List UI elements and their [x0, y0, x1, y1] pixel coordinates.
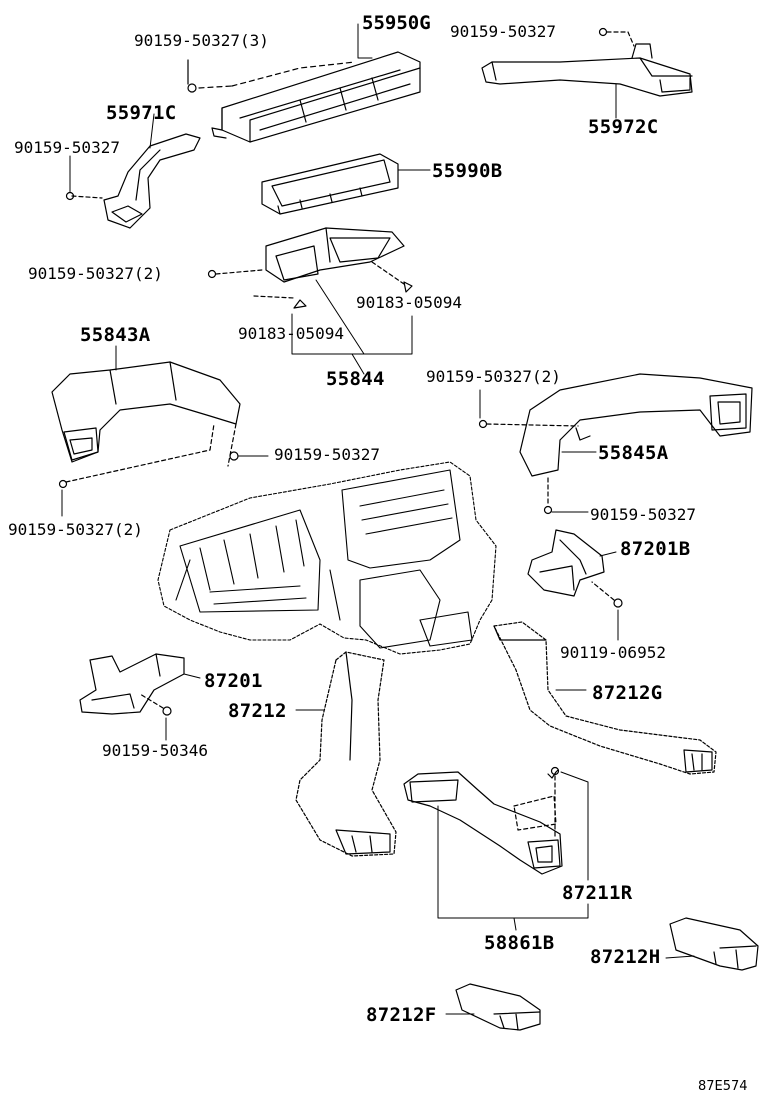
label-90159-50327-top[interactable]: 90159-50327: [450, 22, 556, 41]
duct-55845A: [519, 373, 753, 477]
label-90183-05094-right[interactable]: 90183-05094: [356, 293, 462, 312]
bracket-87201B: [527, 529, 605, 597]
label-55990B[interactable]: 55990B: [432, 160, 503, 182]
label-87212F[interactable]: 87212F: [366, 1004, 437, 1026]
duct-55971C: [103, 133, 201, 229]
hvac-unit: [157, 461, 497, 655]
bracket-87201: [79, 653, 185, 715]
label-87212H[interactable]: 87212H: [590, 946, 661, 968]
part-87212H: [669, 917, 759, 971]
duct-87211R: [403, 771, 563, 875]
label-90159-50346[interactable]: 90159-50346: [102, 741, 208, 760]
grille-55990B: [261, 153, 399, 215]
label-90159-50327-center[interactable]: 90159-50327: [274, 445, 380, 464]
label-90159-50327-3[interactable]: 90159-50327(3): [134, 31, 269, 50]
label-55971C[interactable]: 55971C: [106, 102, 177, 124]
register-55844: [265, 227, 405, 283]
label-90159-50327-2-left[interactable]: 90159-50327(2): [8, 520, 143, 539]
label-90159-50327-left[interactable]: 90159-50327: [14, 138, 120, 157]
duct-55843A: [51, 361, 241, 463]
label-87212[interactable]: 87212: [228, 700, 287, 722]
label-55972C[interactable]: 55972C: [588, 116, 659, 138]
label-87212G[interactable]: 87212G: [592, 682, 663, 704]
duct-55972C: [481, 43, 693, 97]
duct-87212G: [493, 621, 717, 775]
part-87212F: [455, 983, 541, 1031]
label-55845A[interactable]: 55845A: [598, 442, 669, 464]
label-55950G[interactable]: 55950G: [362, 12, 431, 34]
duct-55950G: [211, 51, 421, 143]
label-90159-50327-2-mid[interactable]: 90159-50327(2): [28, 264, 163, 283]
label-87201B[interactable]: 87201B: [620, 538, 691, 560]
label-90119-06952[interactable]: 90119-06952: [560, 643, 666, 662]
duct-87212: [295, 651, 397, 857]
label-87201[interactable]: 87201: [204, 670, 263, 692]
label-58861B[interactable]: 58861B: [484, 932, 555, 954]
label-87211R[interactable]: 87211R: [562, 882, 633, 904]
label-90159-50327-right2[interactable]: 90159-50327: [590, 505, 696, 524]
label-90159-50327-2-right[interactable]: 90159-50327(2): [426, 367, 561, 386]
label-55843A[interactable]: 55843A: [80, 324, 151, 346]
label-55844[interactable]: 55844: [326, 368, 385, 390]
label-90183-05094-left[interactable]: 90183-05094: [238, 324, 344, 343]
diagram-code: 87E574: [698, 1079, 748, 1094]
